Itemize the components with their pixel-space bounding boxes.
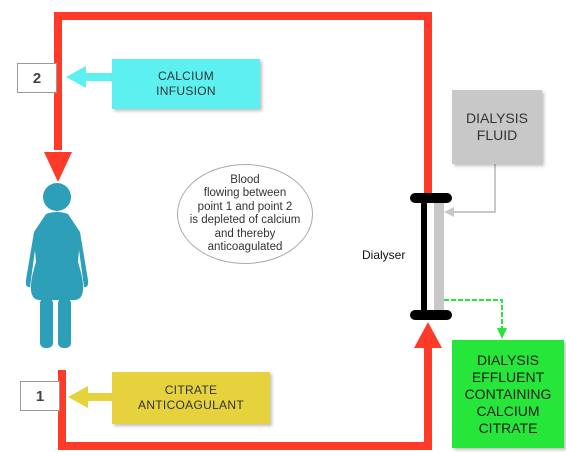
return-arrowhead: [44, 152, 72, 182]
dialyser-label: Dialyser: [362, 248, 406, 262]
access-arrowhead: [414, 322, 442, 348]
citrate-anticoagulant-box: CITRATE ANTICOAGULANT: [112, 372, 270, 424]
access-line: [58, 345, 432, 450]
dialysis-effluent-box: DIALYSIS EFFLUENT CONTAINING CALCIUM CIT…: [452, 340, 564, 448]
citrate-arrow: [68, 386, 114, 408]
blood-circuit: [44, 12, 442, 450]
point-1-label: 1: [20, 381, 60, 411]
fluid-arrow: [444, 164, 496, 217]
effluent-arrow: [444, 299, 507, 339]
calcium-infusion-box: CALCIUM INFUSION: [112, 59, 260, 109]
blood-note-bubble: Blood flowing between point 1 and point …: [177, 164, 313, 264]
point-2-label: 2: [17, 63, 57, 93]
patient-figure-icon: [25, 183, 89, 348]
dialysis-fluid-box: DIALYSIS FLUID: [452, 90, 542, 164]
return-line: [54, 12, 432, 196]
calcium-arrow: [66, 66, 114, 88]
dialyser: [410, 193, 452, 320]
